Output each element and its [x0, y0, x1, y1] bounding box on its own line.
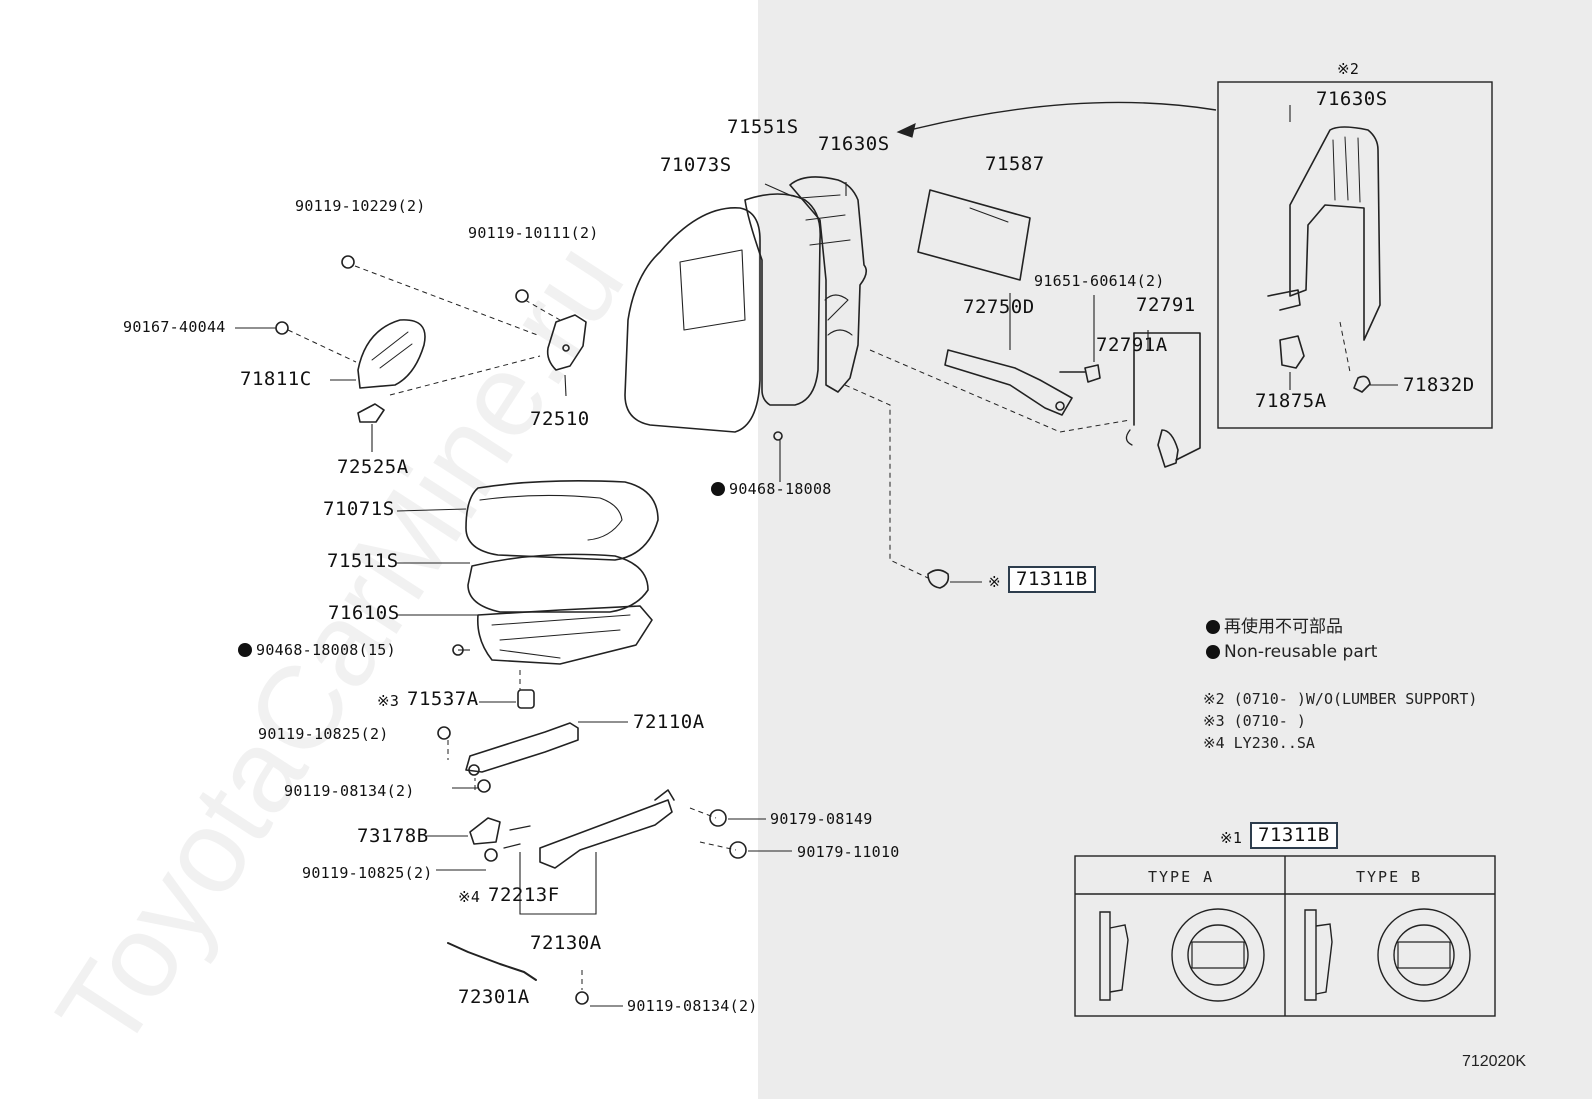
- callout-90119-10111[interactable]: 90119-10111(2): [468, 224, 599, 242]
- callout-72110A[interactable]: 72110A: [633, 711, 705, 733]
- inset-callout-71630S[interactable]: 71630S: [1316, 88, 1388, 110]
- note-mark-1-ref: ※: [988, 573, 1001, 591]
- rail-72110A-drawing: [465, 722, 579, 773]
- type-a-header: TYPE A: [1148, 868, 1215, 886]
- recliner-bracket-drawing: [546, 314, 587, 371]
- figure-code: 712020K: [1461, 1053, 1526, 1070]
- bolt-90119-10229-drawing: [341, 255, 355, 269]
- callout-72213F[interactable]: 72213F: [488, 884, 560, 906]
- callout-90119-08134-b[interactable]: 90119-08134(2): [627, 997, 758, 1015]
- non-reusable-dot-icon: [1206, 620, 1220, 634]
- seatback-pad-drawing: [744, 193, 822, 406]
- seatback-frame-drawing: [789, 176, 868, 393]
- inset-spring-71832D-drawing: [1353, 375, 1371, 393]
- cable-72301A-drawing: [447, 942, 537, 981]
- inset-box: [1217, 81, 1493, 429]
- inset-note-mark: ※2: [1337, 60, 1360, 78]
- callout-71311B[interactable]: 71311B: [1008, 566, 1096, 593]
- knob-cap-drawing: [357, 403, 385, 423]
- callout-90468-18008-15-text: 90468-18008(15): [256, 641, 396, 659]
- note-mark-4: ※4: [458, 888, 481, 906]
- callout-71511S[interactable]: 71511S: [327, 550, 399, 572]
- legend-jp: 再使用不可部品: [1206, 619, 1343, 636]
- callout-90179-08149[interactable]: 90179-08149: [770, 810, 873, 828]
- callout-90468-18008[interactable]: 90468-18008: [711, 482, 832, 497]
- type-table-mark: ※1: [1220, 829, 1243, 847]
- callout-72130A[interactable]: 72130A: [530, 932, 602, 954]
- non-reusable-dot-icon: [1206, 645, 1220, 659]
- callout-72525A[interactable]: 72525A: [337, 456, 409, 478]
- callout-90167-40044[interactable]: 90167-40044: [123, 318, 226, 336]
- callout-71630S[interactable]: 71630S: [818, 133, 890, 155]
- callout-90119-10825-a[interactable]: 90119-10825(2): [258, 725, 389, 743]
- callout-90119-10229[interactable]: 90119-10229(2): [295, 197, 426, 215]
- callout-72791[interactable]: 72791: [1136, 294, 1196, 316]
- inset-callout-71832D[interactable]: 71832D: [1403, 374, 1475, 396]
- note-4: ※4 LY230..SA: [1203, 734, 1315, 752]
- inset-frame-drawing: [1289, 126, 1381, 341]
- callout-71073S[interactable]: 71073S: [660, 154, 732, 176]
- recliner-knob-drawing: [1157, 429, 1179, 468]
- note-mark-3: ※3: [377, 692, 400, 710]
- callout-72791A[interactable]: 72791A: [1096, 334, 1168, 356]
- bolt-90119-10111-drawing: [515, 289, 529, 303]
- cap-71537A-drawing: [517, 689, 535, 709]
- callout-71537A[interactable]: 71537A: [407, 688, 479, 710]
- inset-bracket-71875A-drawing: [1279, 335, 1305, 369]
- legend-en-text: Non-reusable part: [1224, 642, 1378, 662]
- inset-callout-71875A[interactable]: 71875A: [1255, 390, 1327, 412]
- callout-71610S[interactable]: 71610S: [328, 602, 400, 624]
- callout-90119-08134-a[interactable]: 90119-08134(2): [284, 782, 415, 800]
- non-reusable-dot-icon: [711, 482, 725, 496]
- legend-jp-text: 再使用不可部品: [1224, 617, 1343, 637]
- adjuster-72130A-drawing: [539, 799, 673, 869]
- cushion-cover-drawing: [465, 480, 659, 561]
- right-panel: [758, 0, 1592, 1099]
- type-b-header: TYPE B: [1356, 868, 1423, 886]
- side-cover-drawing: [357, 319, 426, 389]
- callout-72510[interactable]: 72510: [530, 408, 590, 430]
- cushion-frame-drawing: [476, 605, 653, 665]
- recliner-drawing: [944, 349, 1073, 416]
- seatback-cover-drawing: [624, 207, 761, 433]
- type-table-part[interactable]: 71311B: [1250, 822, 1338, 849]
- callout-71811C[interactable]: 71811C: [240, 368, 312, 390]
- callout-71551S[interactable]: 71551S: [727, 116, 799, 138]
- callout-90468-18008-15[interactable]: 90468-18008(15): [238, 643, 396, 658]
- callout-71587[interactable]: 71587: [985, 153, 1045, 175]
- left-panel: [0, 0, 758, 1099]
- callout-90119-10825-b[interactable]: 90119-10825(2): [302, 864, 433, 882]
- callout-71071S[interactable]: 71071S: [323, 498, 395, 520]
- bolt-90167-40044-drawing: [275, 321, 289, 335]
- lumbar-plate-drawing: [917, 189, 1031, 281]
- note-2: ※2 (0710- )W/O(LUMBER SUPPORT): [1203, 690, 1478, 708]
- cushion-pad-drawing: [467, 553, 649, 613]
- callout-73178B[interactable]: 73178B: [357, 825, 429, 847]
- callout-72750D[interactable]: 72750D: [963, 296, 1035, 318]
- non-reusable-dot-icon: [238, 643, 252, 657]
- legend-en: Non-reusable part: [1206, 644, 1377, 661]
- callout-91651-60614[interactable]: 91651-60614(2): [1034, 272, 1165, 290]
- callout-72301A[interactable]: 72301A: [458, 986, 530, 1008]
- clip-71311B-drawing: [927, 569, 950, 589]
- callout-90468-18008-text: 90468-18008: [729, 480, 832, 498]
- callout-90179-11010[interactable]: 90179-11010: [797, 843, 900, 861]
- note-3: ※3 (0710- ): [1203, 712, 1306, 730]
- cover-73178B-drawing: [469, 817, 501, 845]
